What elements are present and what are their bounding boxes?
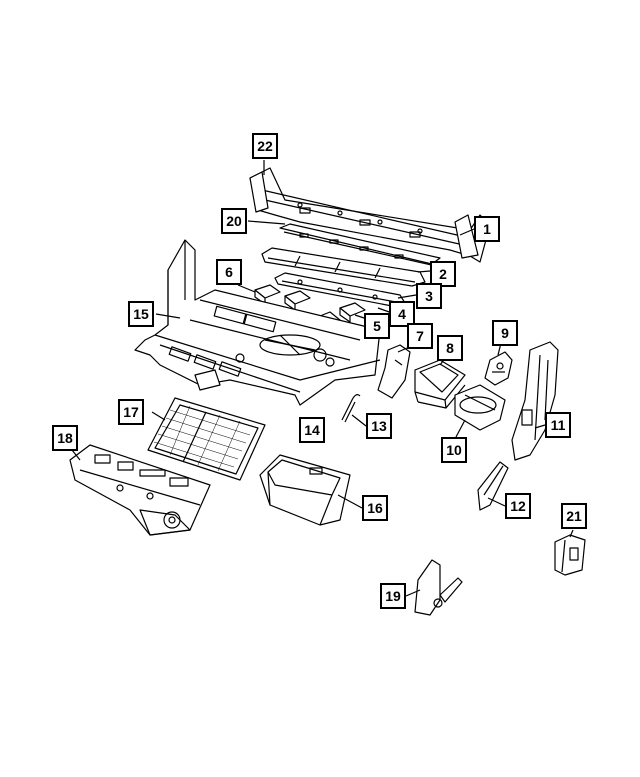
callout-16: 16 [362,495,388,521]
callout-20: 20 [221,208,247,234]
part-19-bracket [415,560,462,615]
part-6-brackets [255,285,310,310]
callout-11: 11 [545,412,571,438]
part-8-bin [415,360,465,408]
part-20-rail [280,224,440,266]
callout-1: 1 [474,216,500,242]
part-9-latch [485,352,512,385]
part-15-floor-pan [135,240,380,405]
callout-14: 14 [299,417,325,443]
part-17-floor-mat [148,398,265,480]
part-2-panel [262,248,425,286]
callout-4: 4 [389,301,415,327]
callout-5: 5 [364,313,390,339]
callout-8: 8 [437,335,463,361]
part-11-side-panel [512,342,558,460]
part-21-bracket [555,535,585,575]
callout-12: 12 [505,493,531,519]
callout-19: 19 [380,583,406,609]
part-10-tub [455,385,505,430]
callout-3: 3 [416,283,442,309]
callout-21: 21 [561,503,587,529]
part-16-storage-bin [260,455,350,525]
callout-7: 7 [407,323,433,349]
callout-17: 17 [118,399,144,425]
callout-22: 22 [252,133,278,159]
callout-2: 2 [430,261,456,287]
callout-18: 18 [52,425,78,451]
part-22-rear-crossmember [250,168,490,262]
callout-10: 10 [441,437,467,463]
part-7-bracket [378,345,410,398]
callout-15: 15 [128,301,154,327]
callout-13: 13 [366,413,392,439]
callout-6: 6 [216,259,242,285]
part-12-strip [478,462,508,510]
part-13-rod [342,395,360,422]
callout-9: 9 [492,320,518,346]
part-18-rear-floor [70,445,210,535]
